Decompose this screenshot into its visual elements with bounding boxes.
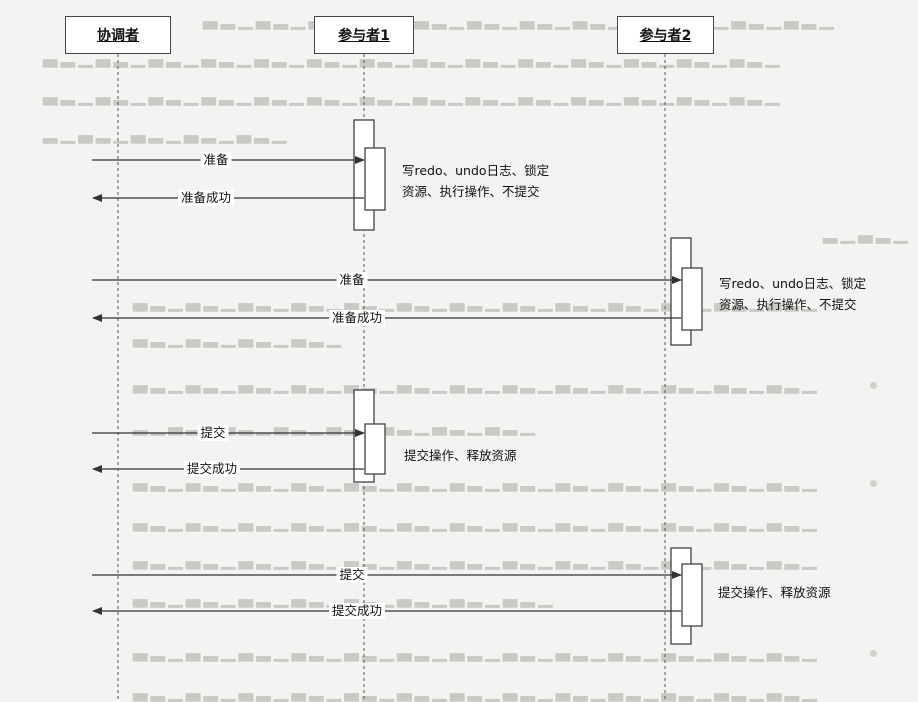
note-prepare-participant2: 写redo、undo日志、锁定 资源、执行操作、不提交 — [719, 273, 866, 315]
activation-p1-commit-inner — [364, 423, 386, 475]
note-prepare-participant1: 写redo、undo日志、锁定 资源、执行操作、不提交 — [402, 160, 549, 202]
note-commit-participant2: 提交操作、释放资源 — [718, 585, 831, 600]
activation-p2-commit-inner — [681, 563, 703, 627]
note-prepare-p1-line2: 资源、执行操作、不提交 — [402, 184, 540, 199]
message-commit-ok-1: 提交成功 — [183, 461, 241, 477]
participant-2: 参与者2 — [617, 16, 714, 54]
note-prepare-p1-line1: 写redo、undo日志、锁定 — [402, 163, 550, 178]
message-prepare-ok-2: 准备成功 — [328, 310, 386, 326]
note-prepare-p2-line2: 资源、执行操作、不提交 — [719, 297, 857, 312]
message-commit-ok-2: 提交成功 — [328, 603, 386, 619]
message-prepare-2: 准备 — [336, 272, 368, 288]
note-prepare-p2-line1: 写redo、undo日志、锁定 — [719, 276, 867, 291]
activation-p1-prepare-inner — [364, 147, 386, 211]
message-prepare-ok-1: 准备成功 — [177, 190, 235, 206]
message-commit-2: 提交 — [336, 567, 368, 583]
participant-1-label: 参与者1 — [338, 28, 390, 44]
participant-1: 参与者1 — [314, 16, 414, 54]
participant-coordinator: 协调者 — [65, 16, 171, 54]
message-commit-1: 提交 — [197, 425, 229, 441]
note-commit-participant1: 提交操作、释放资源 — [404, 448, 517, 463]
participant-coordinator-label: 协调者 — [97, 28, 139, 44]
message-prepare-1: 准备 — [200, 152, 232, 168]
participant-2-label: 参与者2 — [639, 28, 692, 44]
activation-p2-prepare-inner — [681, 267, 703, 331]
